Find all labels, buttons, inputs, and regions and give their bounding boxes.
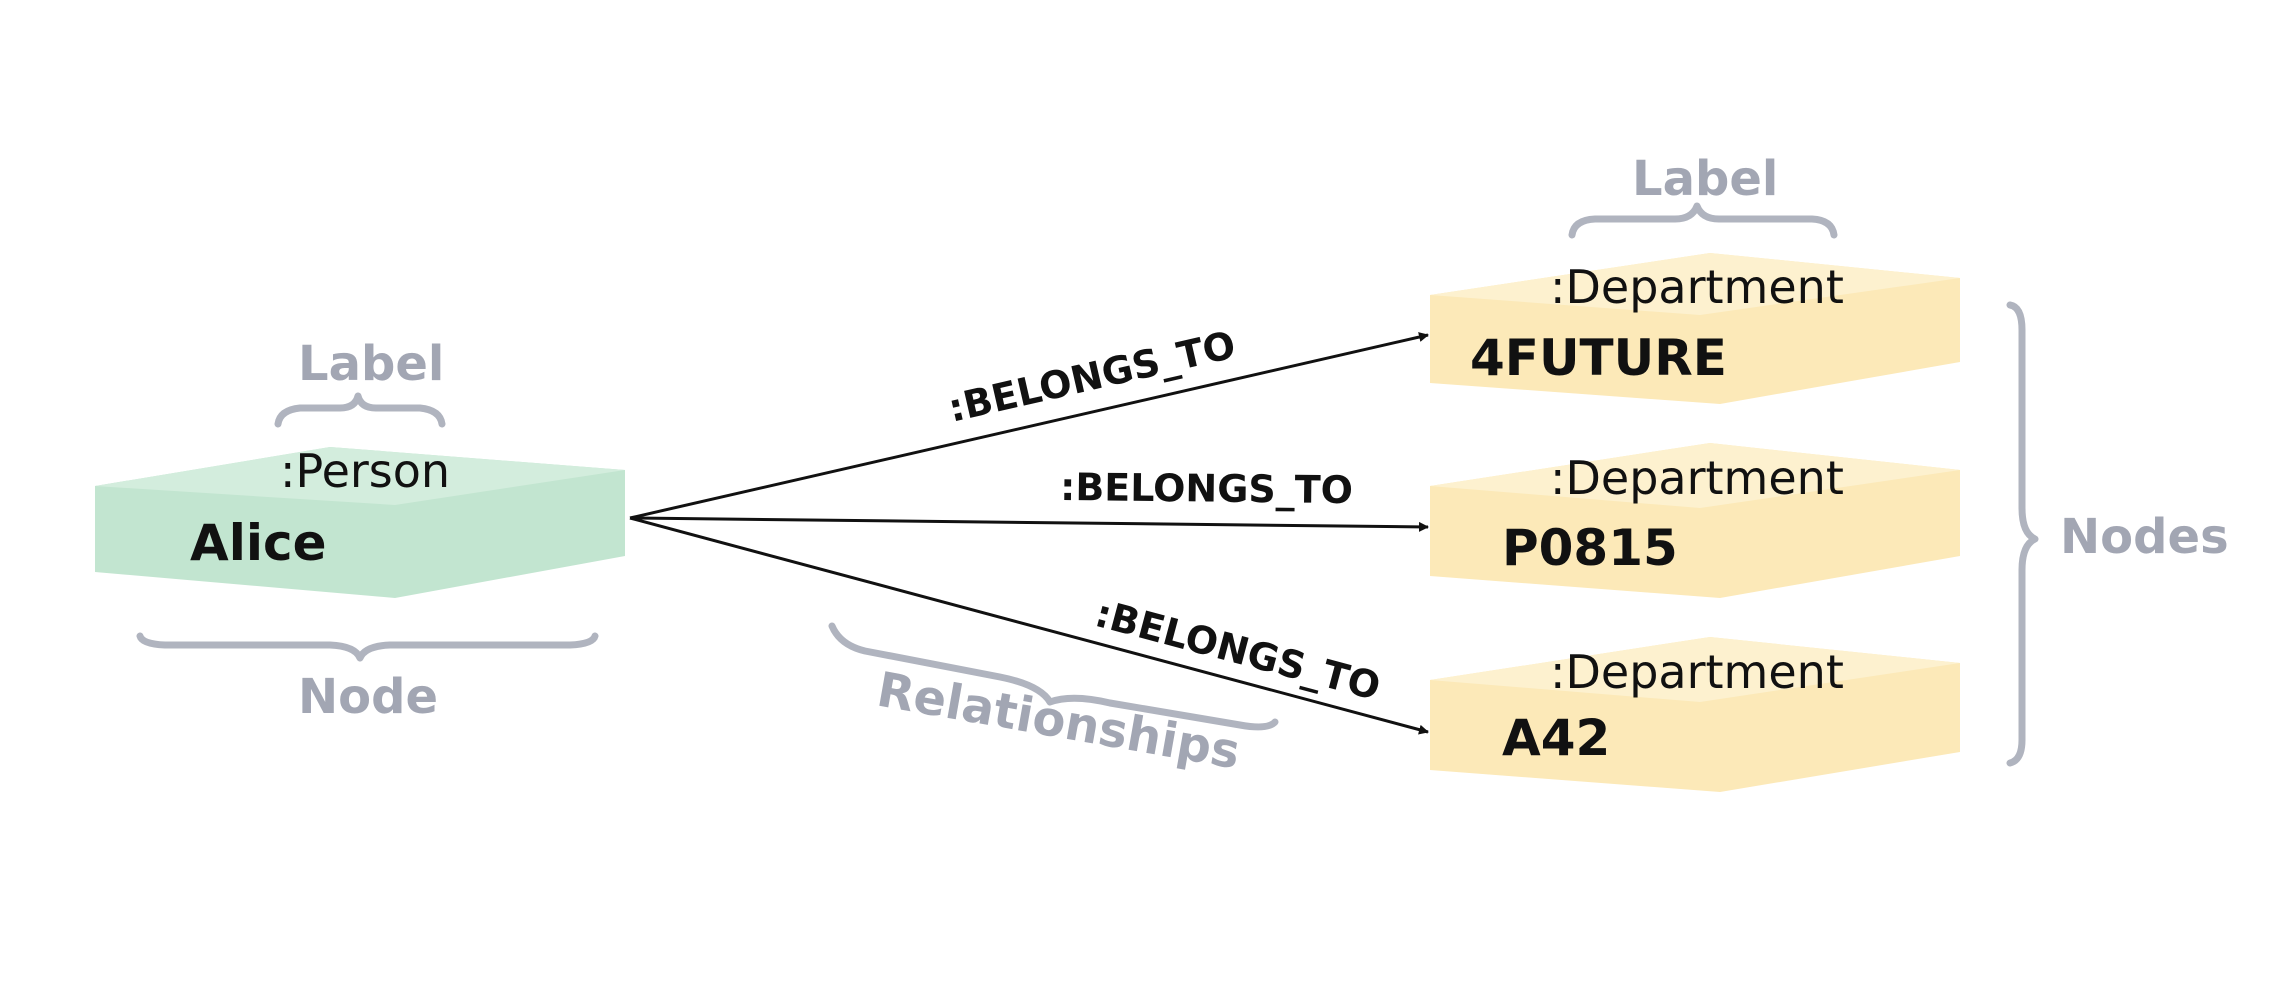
nodes-annotation: Nodes bbox=[2060, 509, 2229, 565]
department-node-highlight bbox=[1430, 637, 1960, 702]
department-node-p0815[interactable]: :Department P0815 bbox=[1430, 443, 1960, 598]
relationship-edge-3[interactable] bbox=[629, 516, 1429, 735]
relationship-label-3: :BELONGS_TO bbox=[1091, 591, 1385, 709]
label-brace-top bbox=[1568, 202, 1838, 239]
person-node-label: :Person bbox=[280, 444, 450, 498]
department-node-a42[interactable]: :Department A42 bbox=[1430, 637, 1960, 792]
label-annotation-top: Label bbox=[1632, 151, 1778, 207]
department-node-name: P0815 bbox=[1502, 519, 1678, 577]
relationship-label-1: :BELONGS_TO bbox=[944, 322, 1239, 430]
label-brace-left bbox=[274, 392, 446, 428]
relationships-annotation: Relationships bbox=[873, 662, 1244, 781]
relationship-label-2: :BELONGS_TO bbox=[1060, 465, 1353, 512]
department-node-label: :Department bbox=[1550, 451, 1844, 505]
department-node-name: A42 bbox=[1502, 709, 1610, 767]
relationship-edge-2[interactable] bbox=[629, 516, 1429, 532]
department-node-4future[interactable]: :Department 4FUTURE bbox=[1430, 253, 1960, 404]
node-brace bbox=[136, 632, 599, 662]
node-annotation: Node bbox=[298, 669, 438, 725]
person-node[interactable]: :Person Alice bbox=[95, 444, 625, 598]
department-node-name: 4FUTURE bbox=[1470, 329, 1727, 387]
department-node-highlight bbox=[1430, 253, 1960, 315]
person-node-name: Alice bbox=[190, 514, 327, 572]
relationship-edge-1[interactable] bbox=[629, 332, 1429, 520]
department-node-label: :Department bbox=[1550, 260, 1844, 314]
nodes-brace bbox=[2006, 301, 2039, 767]
person-node-highlight bbox=[95, 447, 625, 505]
relationships-brace bbox=[828, 622, 1279, 731]
department-node-label: :Department bbox=[1550, 645, 1844, 699]
department-node-highlight bbox=[1430, 443, 1960, 508]
label-annotation-left: Label bbox=[298, 336, 444, 392]
